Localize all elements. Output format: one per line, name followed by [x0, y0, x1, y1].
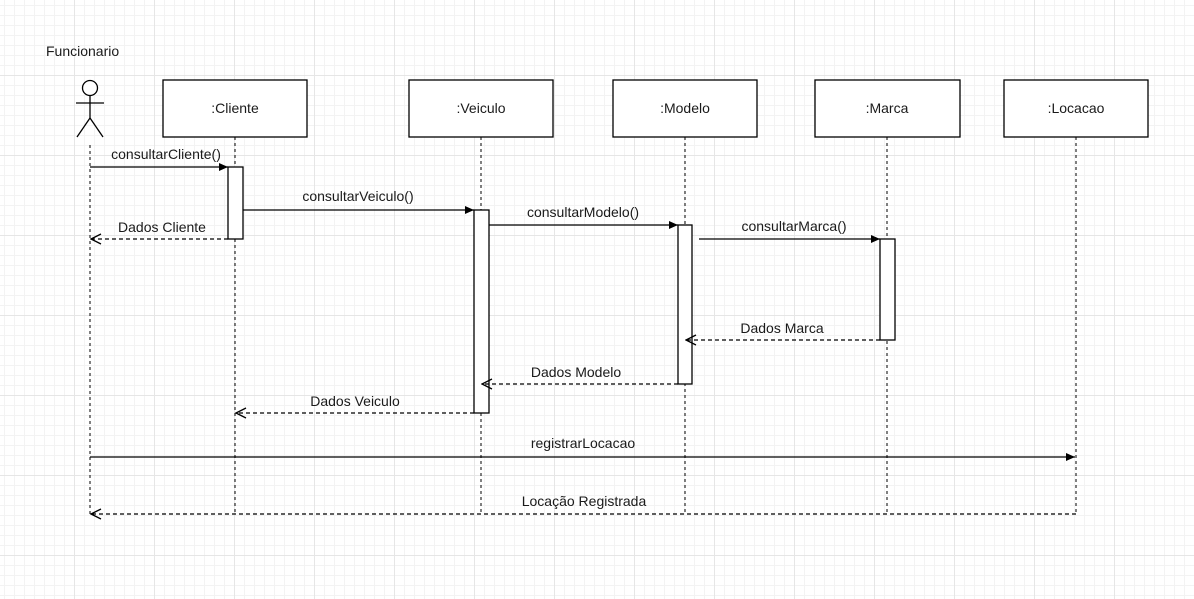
message-dados-marca[interactable]: Dados Marca: [686, 320, 880, 340]
message-label: Dados Modelo: [531, 364, 621, 380]
participant-label: :Marca: [866, 100, 909, 116]
actor-label: Funcionario: [46, 43, 119, 59]
stick-figure-icon: [76, 79, 104, 138]
message-registrar-locacao[interactable]: registrarLocacao: [90, 435, 1075, 461]
message-label: Dados Marca: [740, 320, 823, 336]
participant-locacao[interactable]: :Locacao: [1003, 79, 1149, 138]
activation-marca: [879, 238, 896, 341]
message-label: consultarVeiculo(): [302, 188, 413, 204]
message-label: consultarModelo(): [527, 204, 639, 220]
message-label: Dados Cliente: [118, 219, 206, 235]
message-label: consultarCliente(): [111, 146, 221, 162]
message-label: Locação Registrada: [522, 493, 647, 509]
participant-modelo[interactable]: :Modelo: [612, 79, 758, 138]
message-consultar-modelo[interactable]: consultarModelo(): [489, 204, 678, 229]
message-label: consultarMarca(): [741, 218, 846, 234]
activation-cliente: [227, 166, 244, 240]
activation-veiculo: [473, 209, 490, 414]
message-dados-modelo[interactable]: Dados Modelo: [482, 364, 678, 384]
activation-modelo: [677, 224, 693, 385]
message-consultar-cliente[interactable]: consultarCliente(): [90, 146, 228, 171]
message-consultar-veiculo[interactable]: consultarVeiculo(): [243, 188, 474, 214]
participant-veiculo[interactable]: :Veiculo: [408, 79, 554, 138]
message-locacao-registrada[interactable]: Locação Registrada: [91, 493, 1076, 514]
message-label: Dados Veiculo: [310, 393, 400, 409]
participant-marca[interactable]: :Marca: [814, 79, 961, 138]
message-consultar-marca[interactable]: consultarMarca(): [699, 218, 880, 243]
participant-cliente[interactable]: :Cliente: [162, 79, 308, 138]
message-dados-cliente[interactable]: Dados Cliente: [91, 219, 228, 239]
actor-funcionario[interactable]: Funcionario: [46, 43, 119, 138]
participant-label: :Modelo: [660, 100, 710, 116]
participant-label: :Veiculo: [456, 100, 505, 116]
participant-label: :Cliente: [211, 100, 259, 116]
participant-label: :Locacao: [1048, 100, 1105, 116]
message-dados-veiculo[interactable]: Dados Veiculo: [236, 393, 474, 413]
message-label: registrarLocacao: [531, 435, 635, 451]
